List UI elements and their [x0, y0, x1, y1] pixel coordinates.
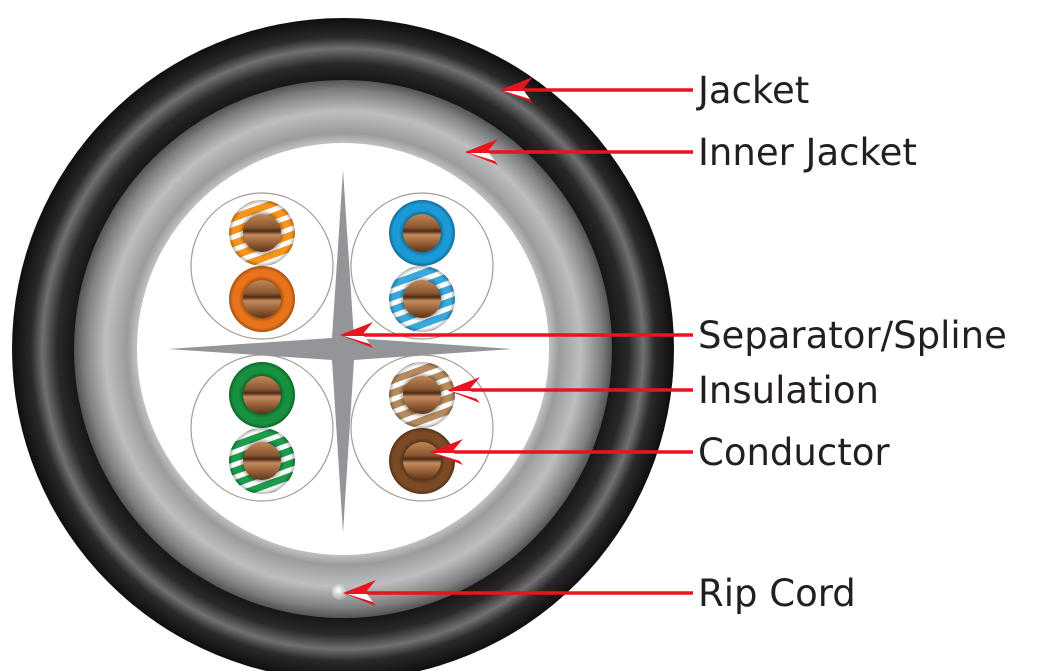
orange-white-conductor: [243, 214, 281, 252]
brown-conductor: [403, 442, 441, 480]
orange-wire: [229, 266, 295, 332]
brown-wire: [389, 428, 455, 494]
green-wire: [229, 362, 295, 428]
conductor-label: Conductor: [698, 431, 890, 474]
jacket-callout: Jacket: [500, 69, 809, 112]
blue-white-conductor: [403, 280, 441, 318]
blue-conductor: [403, 214, 441, 252]
green-white-conductor: [243, 442, 281, 480]
separator-spline-callout: Separator/Spline: [340, 314, 1007, 357]
rip-cord-callout: Rip Cord: [343, 572, 856, 615]
inner-jacket-callout: Inner Jacket: [465, 131, 917, 174]
brown-white-conductor: [403, 376, 441, 414]
blue-pair: [389, 200, 455, 332]
brown-white-wire: [389, 362, 455, 428]
blue-pair-outline: [350, 192, 494, 340]
brown-pair: [389, 362, 455, 494]
orange-conductor: [243, 280, 281, 318]
rip-cord-arrowhead-icon: [343, 580, 376, 606]
orange-pair-outline: [190, 192, 334, 340]
insulation-arrowhead-icon: [447, 377, 480, 403]
separator-spline-arrowhead-icon: [340, 322, 373, 348]
jacket-label: Jacket: [696, 69, 809, 112]
insulation-callout: Insulation: [447, 369, 879, 412]
separator-spline: [168, 170, 512, 533]
insulation-label: Insulation: [698, 369, 879, 412]
separator-spline-label: Separator/Spline: [698, 314, 1007, 357]
jacket-arrowhead-icon: [500, 77, 533, 103]
rip-cord: [332, 584, 348, 600]
conductor-arrowhead-icon: [430, 439, 463, 465]
conductor-callout: Conductor: [430, 431, 890, 474]
inner-jacket-arrowhead-icon: [465, 139, 498, 165]
inner-jacket-label: Inner Jacket: [698, 131, 917, 174]
blue-wire: [389, 200, 455, 266]
green-conductor: [243, 376, 281, 414]
rip-cord-label: Rip Cord: [698, 572, 856, 615]
